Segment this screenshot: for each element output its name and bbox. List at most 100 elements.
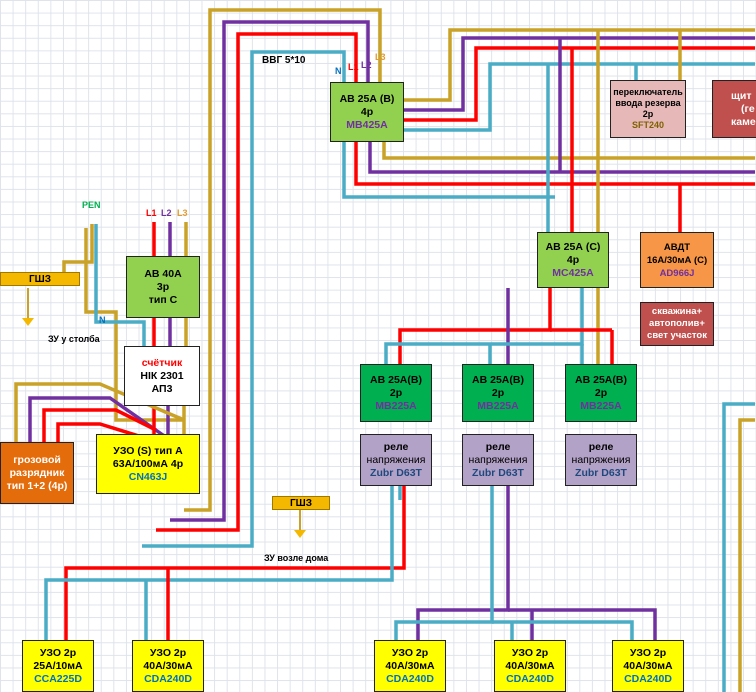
generator-panel-line2: (ге bbox=[741, 102, 755, 115]
group-breaker-1: АВ 25А(В) 2р MB225A bbox=[360, 364, 432, 422]
wire-surge-l2 bbox=[28, 396, 172, 442]
wire-right-n bbox=[722, 402, 755, 692]
wire-l3-top bbox=[403, 28, 755, 102]
rcd-2-model: CDA240D bbox=[144, 672, 192, 685]
wire-surge-l1 bbox=[42, 408, 157, 442]
group-breaker-2-model: MB225A bbox=[477, 399, 519, 412]
group-breaker-1-model: MB225A bbox=[375, 399, 417, 412]
group-breaker-3-model: MB225A bbox=[580, 399, 622, 412]
voltage-relay-3-model: Zubr D63T bbox=[575, 466, 627, 479]
main-rcd-model: CN463J bbox=[128, 470, 168, 483]
well-load-line2: автополив+ bbox=[649, 318, 705, 329]
rcd-4-rating: 40А/30мА bbox=[505, 659, 555, 672]
breaker-25c-title: АВ 25А (С) bbox=[545, 240, 601, 253]
breaker-40a-title: АВ 40А bbox=[144, 267, 182, 280]
transfer-switch-line1: переключатель bbox=[613, 87, 683, 97]
wire-l3-incoming bbox=[184, 8, 382, 512]
ground-bus-house-label: ГШЗ bbox=[290, 497, 312, 509]
group-breaker-3: АВ 25А(В) 2р MB225A bbox=[565, 364, 637, 422]
rcd-4-title: УЗО 2р bbox=[511, 646, 549, 659]
rcd-3-rating: 40А/30мА bbox=[385, 659, 435, 672]
label-l3-left: L3 bbox=[177, 208, 188, 218]
wire-pen-pole bbox=[62, 224, 94, 278]
generator-panel: щит (ге каме bbox=[712, 80, 756, 138]
cable-label: ВВГ 5*10 bbox=[262, 55, 306, 66]
rcbo-model: AD966J bbox=[659, 267, 695, 279]
breaker-40a-type: тип С bbox=[148, 293, 178, 306]
rcbo-title: АВДТ bbox=[663, 241, 691, 253]
voltage-relay-3: реле напряжения Zubr D63T bbox=[565, 434, 637, 486]
rcd-3-model: CDA240D bbox=[386, 672, 434, 685]
ground-bus-pole: ГШЗ bbox=[0, 272, 80, 286]
group-breaker-3-poles: 2р bbox=[594, 386, 608, 399]
energy-meter-title: счётчик bbox=[141, 356, 183, 369]
ground-bus-pole-label: ГШЗ bbox=[29, 273, 51, 285]
surge-arrester-line3: тип 1+2 (4р) bbox=[6, 479, 68, 492]
rcd-5-rating: 40А/30мА bbox=[623, 659, 673, 672]
generator-panel-line1: щит bbox=[731, 89, 752, 102]
label-l1-left: L1 bbox=[146, 208, 157, 218]
wire-l1-main-out bbox=[354, 142, 755, 186]
voltage-relay-2-line1: реле bbox=[485, 440, 511, 453]
transfer-switch: переключатель ввода резерва 2р SFT240 bbox=[610, 80, 686, 138]
label-n-top: N bbox=[335, 66, 342, 76]
well-load-line1: скважина+ bbox=[651, 306, 703, 317]
wire-relay2-n-bus bbox=[394, 486, 494, 640]
breaker-25c: АВ 25А (С) 4р MC425A bbox=[537, 232, 609, 288]
ground-bus-house: ГШЗ bbox=[272, 496, 330, 510]
ground-arrow-house bbox=[294, 530, 306, 538]
wire-l2-incoming bbox=[170, 20, 370, 522]
wire-n-to-groups bbox=[384, 288, 584, 364]
voltage-relay-1-line2: напряжения bbox=[366, 453, 426, 466]
main-breaker: АВ 25А (В) 4р MB425A bbox=[330, 82, 404, 142]
group-breaker-2-poles: 2р bbox=[491, 386, 505, 399]
main-rcd-rating: 63А/100мА 4р bbox=[112, 457, 184, 470]
label-zu-pole: ЗУ у столба bbox=[48, 334, 100, 344]
rcd-1-model: CCA225D bbox=[34, 672, 82, 685]
voltage-relay-3-line2: напряжения bbox=[571, 453, 631, 466]
wire-right-l3 bbox=[738, 418, 755, 692]
group-breaker-1-poles: 2р bbox=[389, 386, 403, 399]
main-breaker-model: MB425A bbox=[346, 118, 388, 131]
wire-l1-incoming bbox=[156, 32, 358, 532]
rcbo-rating: 16А/30мА (С) bbox=[646, 254, 708, 266]
wire-l1-top bbox=[403, 46, 755, 122]
energy-meter-model: НІК 2301 bbox=[140, 369, 184, 382]
rcd-3-title: УЗО 2р bbox=[391, 646, 429, 659]
rcd-2-title: УЗО 2р bbox=[149, 646, 187, 659]
label-l3-top: L3 bbox=[375, 52, 386, 62]
group-breaker-1-title: АВ 25А(В) bbox=[370, 373, 422, 386]
energy-meter: счётчик НІК 2301 АП3 bbox=[124, 346, 200, 406]
well-load-line3: свет участок bbox=[647, 330, 707, 341]
group-breaker-2: АВ 25А(В) 2р MB225A bbox=[462, 364, 534, 422]
surge-arrester: грозовой разрядник тип 1+2 (4р) bbox=[0, 442, 74, 504]
label-l1-top: L1 bbox=[348, 62, 359, 72]
breaker-25c-model: MC425A bbox=[552, 266, 594, 279]
rcd-1-title: УЗО 2р bbox=[39, 646, 77, 659]
rcbo: АВДТ 16А/30мА (С) AD966J bbox=[640, 232, 714, 288]
rcd-2-rating: 40А/30мА bbox=[143, 659, 193, 672]
label-pen: PEN bbox=[82, 200, 101, 210]
energy-meter-variant: АП3 bbox=[151, 382, 173, 395]
label-n-left: N bbox=[99, 315, 106, 325]
voltage-relay-3-line1: реле bbox=[588, 440, 614, 453]
breaker-40a: АВ 40А 3р тип С bbox=[126, 256, 200, 318]
wire-l3-main-out bbox=[382, 142, 755, 160]
wire-relay2-n-b bbox=[492, 620, 634, 640]
rcd-4: УЗО 2р 40А/30мА CDA240D bbox=[494, 640, 566, 692]
voltage-relay-1-line1: реле bbox=[383, 440, 409, 453]
label-l2-top: L2 bbox=[361, 60, 372, 70]
rcd-5: УЗО 2р 40А/30мА CDA240D bbox=[612, 640, 684, 692]
ground-arrow-pole bbox=[22, 318, 34, 326]
transfer-switch-model: SFT240 bbox=[631, 120, 664, 130]
wire-relay1-l bbox=[64, 486, 406, 640]
voltage-relay-1: реле напряжения Zubr D63T bbox=[360, 434, 432, 486]
rcd-5-model: CDA240D bbox=[624, 672, 672, 685]
wire-relay2-b bbox=[508, 608, 657, 640]
main-breaker-poles: 4р bbox=[360, 105, 374, 118]
wire-n-top bbox=[403, 62, 755, 132]
transfer-switch-line3: 2р bbox=[642, 109, 654, 119]
wire-n-main-out bbox=[342, 142, 555, 199]
wire-relay2 bbox=[416, 486, 510, 640]
